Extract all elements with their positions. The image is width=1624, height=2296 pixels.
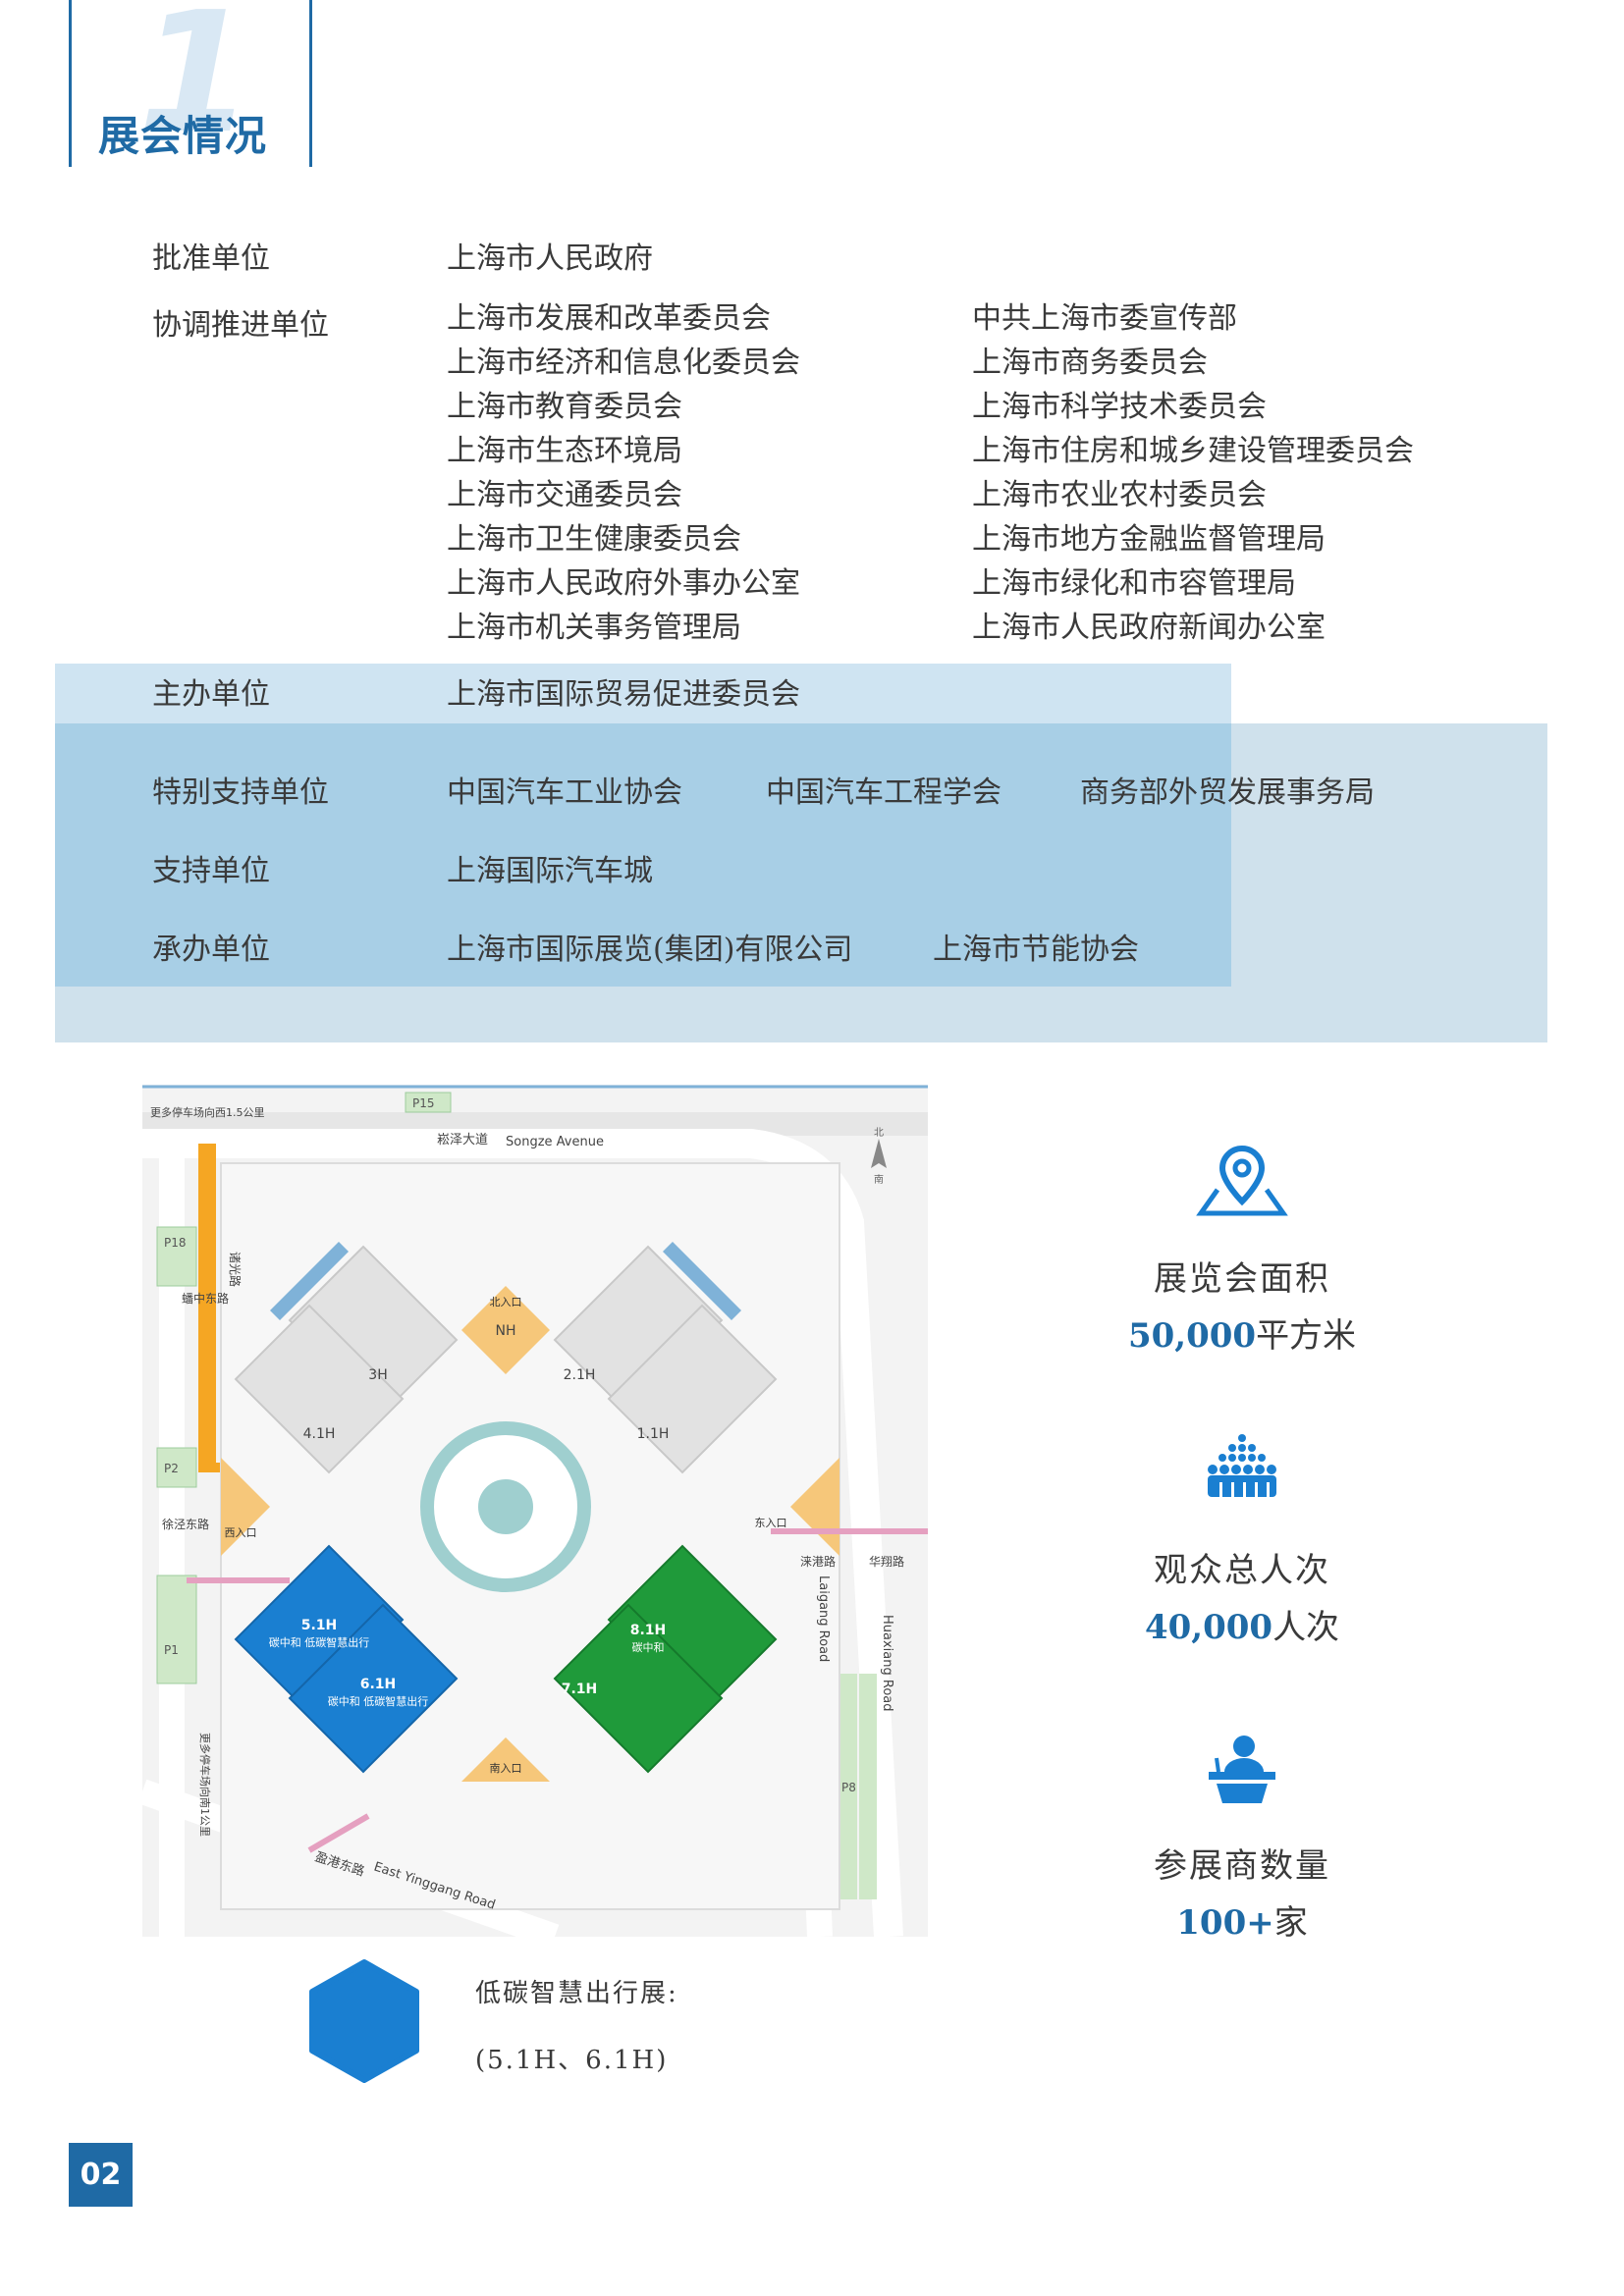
compass-icon: 北 南	[871, 1127, 887, 1186]
entrance-label: 东入口	[755, 1517, 787, 1529]
coord-right-item: 上海市住房和城乡建设管理委员会	[972, 434, 1414, 468]
coord-left-item: 上海市交通委员会	[447, 478, 682, 512]
approval-label: 批准单位	[152, 241, 270, 276]
hexagon-legend-icon	[309, 1959, 419, 2083]
coord-right-item: 上海市绿化和市容管理局	[972, 566, 1296, 601]
organizer-item: 上海市国际展览(集团)有限公司	[447, 933, 853, 967]
coord-right-list: 中共上海市委宣传部 上海市商务委员会 上海市科学技术委员会 上海市住房和城乡建设…	[972, 296, 1414, 650]
svg-text:南: 南	[874, 1173, 884, 1186]
svg-text:北: 北	[874, 1127, 884, 1139]
section-number: 1	[137, 0, 254, 171]
stat-area-value: 50,000平方米	[1127, 1316, 1357, 1356]
header-rule-left	[69, 0, 72, 167]
parking-label: P18	[164, 1236, 187, 1250]
host-label: 主办单位	[152, 677, 270, 712]
hall-note: 碳中和	[632, 1640, 665, 1654]
entrance-label: 南入口	[490, 1762, 522, 1775]
page-number: 02	[69, 2143, 133, 2207]
organizer-label: 承办单位	[152, 933, 270, 967]
special-item: 中国汽车工程学会	[766, 775, 1001, 810]
stat-area-title: 展览会面积	[1154, 1259, 1330, 1299]
section-title: 展会情况	[98, 112, 268, 160]
hall-label: 2.1H	[564, 1367, 596, 1383]
support-value: 上海国际汽车城	[447, 854, 653, 888]
stat-visitors-title: 观众总人次	[1154, 1551, 1330, 1590]
hall-note: 碳中和 低碳智慧出行	[328, 1694, 429, 1708]
hall-label: 8.1H	[630, 1623, 667, 1638]
hall-note: 碳中和 低碳智慧出行	[269, 1635, 370, 1649]
coord-left-list: 上海市发展和改革委员会 上海市经济和信息化委员会 上海市教育委员会 上海市生态环…	[447, 296, 800, 650]
parking-label: P1	[164, 1643, 179, 1657]
stat-exhibitors-title: 参展商数量	[1154, 1846, 1330, 1886]
coord-left-item: 上海市生态环境局	[447, 434, 682, 468]
coord-left-item: 上海市机关事务管理局	[447, 611, 741, 645]
road-label: Laigang Road	[816, 1575, 831, 1662]
coord-right-item: 上海市商务委员会	[972, 346, 1208, 380]
hall-label: 6.1H	[360, 1677, 397, 1692]
venue-map: P15 P P18 P2 P1 P4 P5 P7 P8 P	[142, 1085, 928, 1937]
hall-label: 7.1H	[562, 1682, 598, 1697]
speaker-icon	[1209, 1735, 1275, 1803]
location-pin-icon	[1196, 1145, 1288, 1216]
coord-right-item: 上海市科学技术委员会	[972, 390, 1267, 424]
hall-label: 5.1H	[301, 1618, 338, 1633]
host-value: 上海市国际贸易促进委员会	[447, 677, 800, 712]
parking-label: P2	[164, 1462, 179, 1475]
approval-value: 上海市人民政府	[447, 241, 653, 276]
coord-left-item: 上海市卫生健康委员会	[447, 522, 741, 557]
hall-label: 4.1H	[303, 1426, 336, 1442]
stat-exhibitors-value: 100+家	[1176, 1903, 1308, 1943]
parking-direction-label: 更多停车场向西1.5公里	[150, 1105, 265, 1119]
coord-left-item: 上海市发展和改革委员会	[447, 301, 771, 336]
organizer-item: 上海市节能协会	[933, 933, 1139, 967]
coord-left-item: 上海市经济和信息化委员会	[447, 346, 800, 380]
road-label: 涞港路	[800, 1554, 836, 1569]
road-label: 崧泽大道	[437, 1133, 488, 1148]
road-label: 诸光路	[228, 1252, 243, 1287]
hall-label: NH	[496, 1323, 516, 1339]
coord-right-item: 上海市人民政府新闻办公室	[972, 611, 1326, 645]
entrance-label: 西入口	[225, 1526, 257, 1539]
coord-right-item: 上海市地方金融监督管理局	[972, 522, 1326, 557]
road-label: 蟠中东路	[182, 1291, 229, 1306]
coord-label: 协调推进单位	[152, 308, 329, 343]
special-label: 特别支持单位	[152, 775, 329, 810]
road-label: 华翔路	[869, 1554, 904, 1569]
parking-label: P8	[841, 1781, 856, 1794]
coord-right-item: 中共上海市委宣传部	[972, 301, 1237, 336]
coord-left-item: 上海市教育委员会	[447, 390, 682, 424]
header-rule-right	[309, 0, 312, 167]
support-label: 支持单位	[152, 854, 270, 888]
highlight-band-host	[55, 664, 1231, 732]
road-label: 徐泾东路	[162, 1517, 209, 1531]
hall-label: 1.1H	[637, 1426, 670, 1442]
crowd-icon	[1208, 1434, 1276, 1497]
road-label: Songze Avenue	[506, 1135, 604, 1149]
parking-direction-label: 更多停车场向南1公里	[198, 1733, 212, 1837]
coord-right-item: 上海市农业农村委员会	[972, 478, 1267, 512]
coord-left-item: 上海市人民政府外事办公室	[447, 566, 800, 601]
entrance-label: 北入口	[490, 1296, 522, 1308]
special-item: 商务部外贸发展事务局	[1080, 775, 1375, 810]
hall-label: 3H	[368, 1367, 387, 1383]
road-label: Huaxiang Road	[880, 1615, 894, 1712]
stat-visitors-value: 40,000人次	[1144, 1608, 1340, 1647]
legend-title: 低碳智慧出行展:	[475, 1979, 678, 2008]
legend-halls: (5.1H、6.1H)	[475, 2046, 669, 2075]
highlight-band-support	[55, 723, 1231, 987]
special-item: 中国汽车工业协会	[447, 775, 682, 810]
parking-label: P15	[412, 1096, 435, 1110]
